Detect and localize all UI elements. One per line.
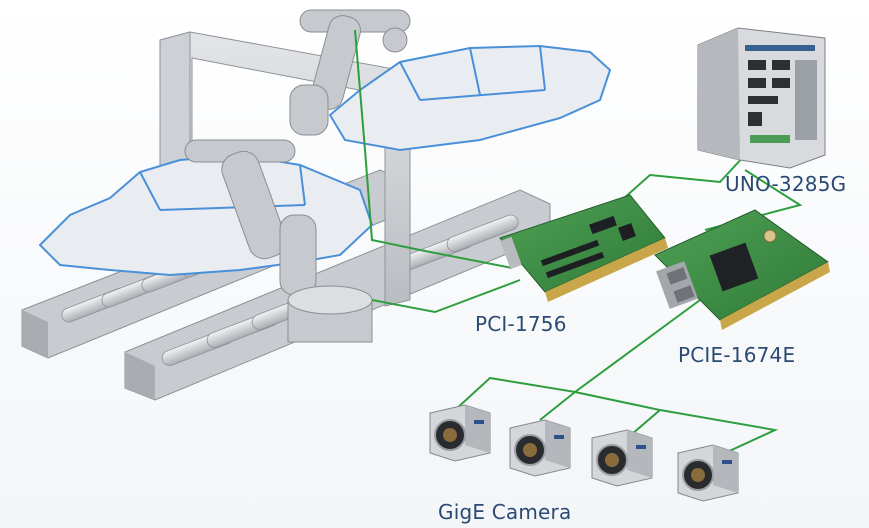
pci-card <box>499 194 668 302</box>
gige-camera-1 <box>429 404 491 462</box>
link-cam2 <box>539 391 576 421</box>
link-pcie-to-cam1 <box>454 299 701 411</box>
industrial-pc <box>697 27 826 169</box>
connection-lines <box>354 29 803 461</box>
label-io-card: PCI-1756 <box>475 312 567 336</box>
gige-camera-3 <box>591 429 653 487</box>
gige-camera-4 <box>677 444 739 502</box>
link-robot2-to-pci <box>371 279 521 314</box>
car-body-rear <box>328 44 612 152</box>
link-cam4 <box>659 409 779 461</box>
label-frame-grabber: PCIE-1674E <box>678 343 796 367</box>
gige-camera-2 <box>509 419 571 477</box>
pcie-card <box>654 209 830 330</box>
robot-arm-upper <box>289 9 411 136</box>
gantry-frame <box>159 31 411 307</box>
label-controller: UNO-3285G <box>725 172 847 196</box>
label-camera: GigE Camera <box>438 500 572 524</box>
link-robot-to-pci <box>354 29 513 269</box>
